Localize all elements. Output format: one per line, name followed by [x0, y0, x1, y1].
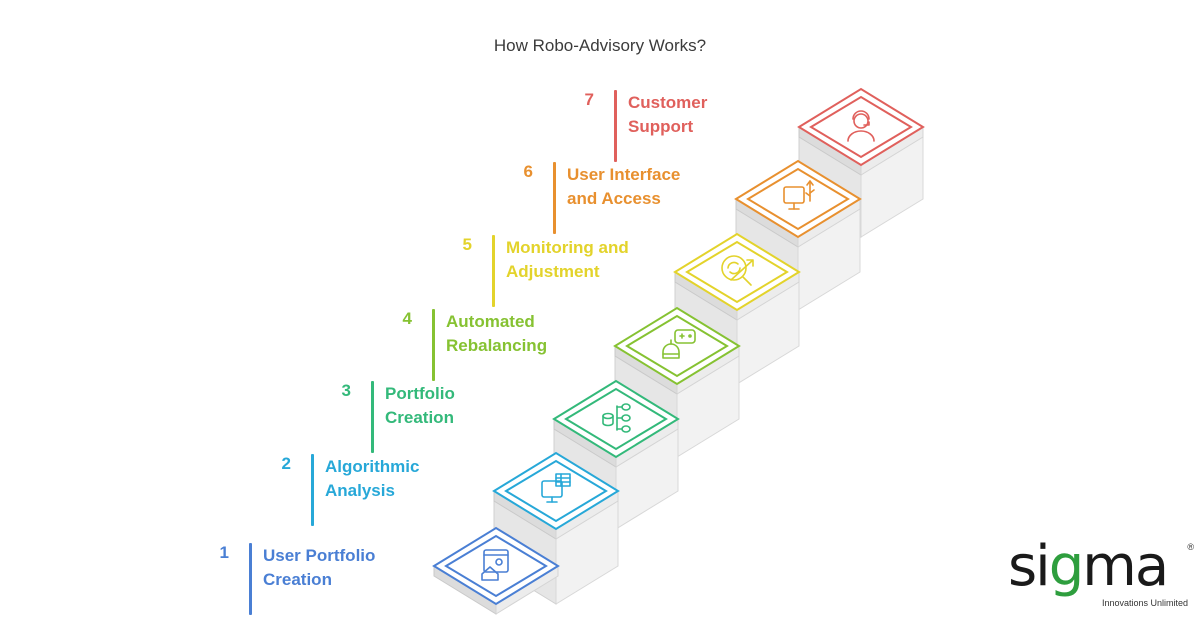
step-bar: [553, 162, 556, 234]
stair-tread-3: [552, 379, 680, 468]
step-label-line1: User Portfolio: [263, 546, 376, 565]
diagram-title: How Robo-Advisory Works?: [493, 36, 707, 55]
step-label: User Interface and Access: [567, 163, 680, 211]
step-label-line1: Algorithmic: [325, 457, 420, 476]
support-agent-icon: [847, 110, 875, 142]
step-number: 7: [584, 90, 594, 109]
step-number: 6: [523, 162, 533, 181]
step-number: 1: [219, 543, 229, 562]
step-bar: [311, 454, 314, 526]
monitor-table-icon: [541, 473, 571, 503]
step-label-line2: Support: [628, 117, 694, 136]
stair-tread-2: [492, 451, 620, 540]
step-label-line1: Customer: [628, 93, 708, 112]
logo-word-g: g: [1048, 534, 1085, 599]
logo-word-b: ma: [1082, 534, 1169, 599]
step-bar: [432, 309, 435, 381]
step-bar: [492, 235, 495, 307]
stair-tread-7: [797, 87, 925, 176]
step-label-line2: and Access: [567, 189, 661, 208]
stair-tread-1: [432, 526, 560, 615]
search-refresh-icon: [721, 255, 754, 286]
step-label-line1: Monitoring and: [506, 238, 629, 257]
stair-tread-4: [613, 306, 741, 395]
stair-tread-6: [734, 159, 862, 248]
portfolio-home-icon: [481, 549, 509, 581]
step-number: 4: [402, 309, 412, 328]
logo-word-a: si: [1008, 534, 1051, 599]
logo-wordmark: sigma: [1008, 532, 1169, 602]
step-label-line1: Portfolio: [385, 384, 455, 403]
step-number: 2: [281, 454, 291, 473]
step-label-line1: User Interface: [567, 165, 681, 184]
step-bar: [249, 543, 252, 615]
step-label-line2: Adjustment: [506, 262, 600, 281]
step-number: 3: [341, 381, 351, 400]
stair-tread-5: [673, 232, 801, 321]
step-label-line1: Automated: [446, 312, 535, 331]
step-bar: [371, 381, 374, 453]
monitor-usb-icon: [783, 180, 815, 210]
database-tree-icon: [602, 403, 631, 433]
step-label-line2: Analysis: [325, 481, 395, 500]
sigma-logo: sigma ® Innovations Unlimited: [1008, 534, 1194, 610]
step-bar: [614, 90, 617, 162]
step-label-line2: Creation: [385, 408, 454, 427]
robot-controller-icon: [662, 329, 696, 359]
logo-tagline: Innovations Unlimited: [1101, 598, 1188, 608]
step-label-line2: Rebalancing: [446, 336, 548, 355]
logo-registered-mark: ®: [1187, 542, 1194, 552]
step-number: 5: [462, 235, 472, 254]
step-label-line2: Creation: [263, 570, 332, 589]
